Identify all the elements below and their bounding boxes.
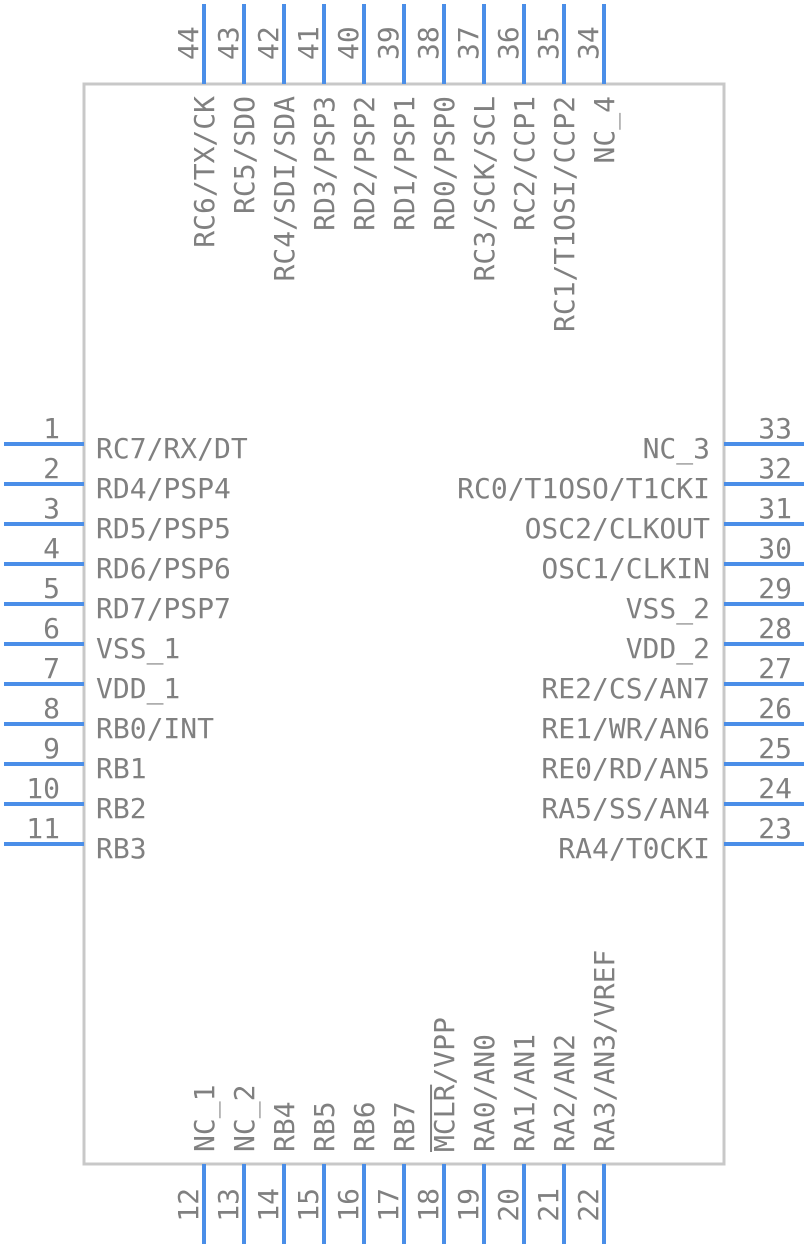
pin-name: RC7/RX/DT <box>96 432 248 465</box>
pin-number: 36 <box>492 26 525 60</box>
pin-name: VDD_1 <box>96 672 180 706</box>
pin-number: 22 <box>572 1188 605 1222</box>
pin-number: 25 <box>758 732 792 765</box>
pin-number: 16 <box>332 1188 365 1222</box>
pin-name: RD6/PSP6 <box>96 552 231 585</box>
pin-name: OSC1/CLKIN <box>541 552 710 585</box>
pin-name: RE0/RD/AN5 <box>541 752 710 785</box>
pin-number: 31 <box>758 492 792 525</box>
pin-name: VSS_1 <box>96 632 180 666</box>
pin-name: RB4 <box>268 1101 301 1152</box>
pin-number: 6 <box>43 612 60 645</box>
pin-name: RA3/AN3/VREF <box>588 950 621 1152</box>
pin-name: RE1/WR/AN6 <box>541 712 710 745</box>
pin-number: 15 <box>292 1188 325 1222</box>
pin-number: 26 <box>758 692 792 725</box>
pin-number: 29 <box>758 572 792 605</box>
pin-number: 38 <box>412 26 445 60</box>
pin-name: RA5/SS/AN4 <box>541 792 710 825</box>
pin-name: RD2/PSP2 <box>348 96 381 231</box>
pin-number: 4 <box>43 532 60 565</box>
pin-number: 2 <box>43 452 60 485</box>
pin-number: 7 <box>43 652 60 685</box>
pin-number: 37 <box>452 26 485 60</box>
pin-name: MCLR/VPP <box>428 1017 461 1152</box>
pin-number: 13 <box>212 1188 245 1222</box>
pin-name: RA2/AN2 <box>548 1034 581 1152</box>
pin-number: 34 <box>572 26 605 60</box>
pin-number: 8 <box>43 692 60 725</box>
pin-name: NC_2 <box>228 1085 262 1152</box>
pin-name: RA0/AN0 <box>468 1034 501 1152</box>
pin-number: 1 <box>43 412 60 445</box>
pin-number: 27 <box>758 652 792 685</box>
pin-name: RA4/T0CKI <box>558 832 710 865</box>
pin-name: RC1/T1OSI/CCP2 <box>548 96 581 332</box>
pin-name: RC4/SDI/SDA <box>268 96 301 282</box>
pin-number: 40 <box>332 26 365 60</box>
pin-number: 20 <box>492 1188 525 1222</box>
pin-number: 23 <box>758 812 792 845</box>
pin-name: RB6 <box>348 1101 381 1152</box>
pin-number: 18 <box>412 1188 445 1222</box>
pin-number: 32 <box>758 452 792 485</box>
pin-number: 10 <box>26 772 60 805</box>
pin-number: 9 <box>43 732 60 765</box>
pin-name: RB2 <box>96 792 147 825</box>
pin-name: RC5/SDO <box>228 96 261 214</box>
bottom-pins: 12 NC_1 13 NC_2 14 RB4 15 RB5 16 RB6 17 RB7 18 MCLR/V… <box>172 950 621 1244</box>
pin-name: RD5/PSP5 <box>96 512 231 545</box>
pin-number: 17 <box>372 1188 405 1222</box>
pin-name: RB5 <box>308 1101 341 1152</box>
pin-name: NC_3 <box>643 432 710 466</box>
pin-number: 19 <box>452 1188 485 1222</box>
pin-number: 3 <box>43 492 60 525</box>
pin-name: RD4/PSP4 <box>96 472 231 505</box>
pin-name: RA1/AN1 <box>508 1034 541 1152</box>
pin-name: RC6/TX/CK <box>188 96 221 248</box>
pin-name: RC0/T1OSO/T1CKI <box>457 472 710 505</box>
pin-name: RD7/PSP7 <box>96 592 231 625</box>
pin-name: RE2/CS/AN7 <box>541 672 710 705</box>
pin-number: 39 <box>372 26 405 60</box>
pin-name: RD0/PSP0 <box>428 96 461 231</box>
pin-name: NC_1 <box>188 1085 222 1152</box>
pin-name: OSC2/CLKOUT <box>525 512 711 545</box>
pin-number: 41 <box>292 26 325 60</box>
pin-name: RB7 <box>388 1101 421 1152</box>
pin-number: 28 <box>758 612 792 645</box>
pin-name: RC2/CCP1 <box>508 96 541 231</box>
pin-number: 14 <box>252 1188 285 1222</box>
pin-number: 44 <box>172 26 205 60</box>
pin-name: RB0/INT <box>96 712 214 745</box>
pin-name: RD1/PSP1 <box>388 96 421 231</box>
pin-number: 12 <box>172 1188 205 1222</box>
pin-name: RC3/SCK/SCL <box>468 96 501 281</box>
pin-number: 42 <box>252 26 285 60</box>
pin-number: 24 <box>758 772 792 805</box>
pin-name: VDD_2 <box>626 632 710 666</box>
pin-number: 11 <box>26 812 60 845</box>
pin-name: RB1 <box>96 752 147 785</box>
pin-number: 5 <box>43 572 60 605</box>
pin-number: 21 <box>532 1188 565 1222</box>
pin-number: 33 <box>758 412 792 445</box>
pin-name: RD3/PSP3 <box>308 96 341 231</box>
pin-number: 35 <box>532 26 565 60</box>
pin-number: 30 <box>758 532 792 565</box>
pin-name: VSS_2 <box>626 592 710 626</box>
pin-name: NC_4 <box>588 96 622 163</box>
pin-name: RB3 <box>96 832 147 865</box>
pin-number: 43 <box>212 26 245 60</box>
